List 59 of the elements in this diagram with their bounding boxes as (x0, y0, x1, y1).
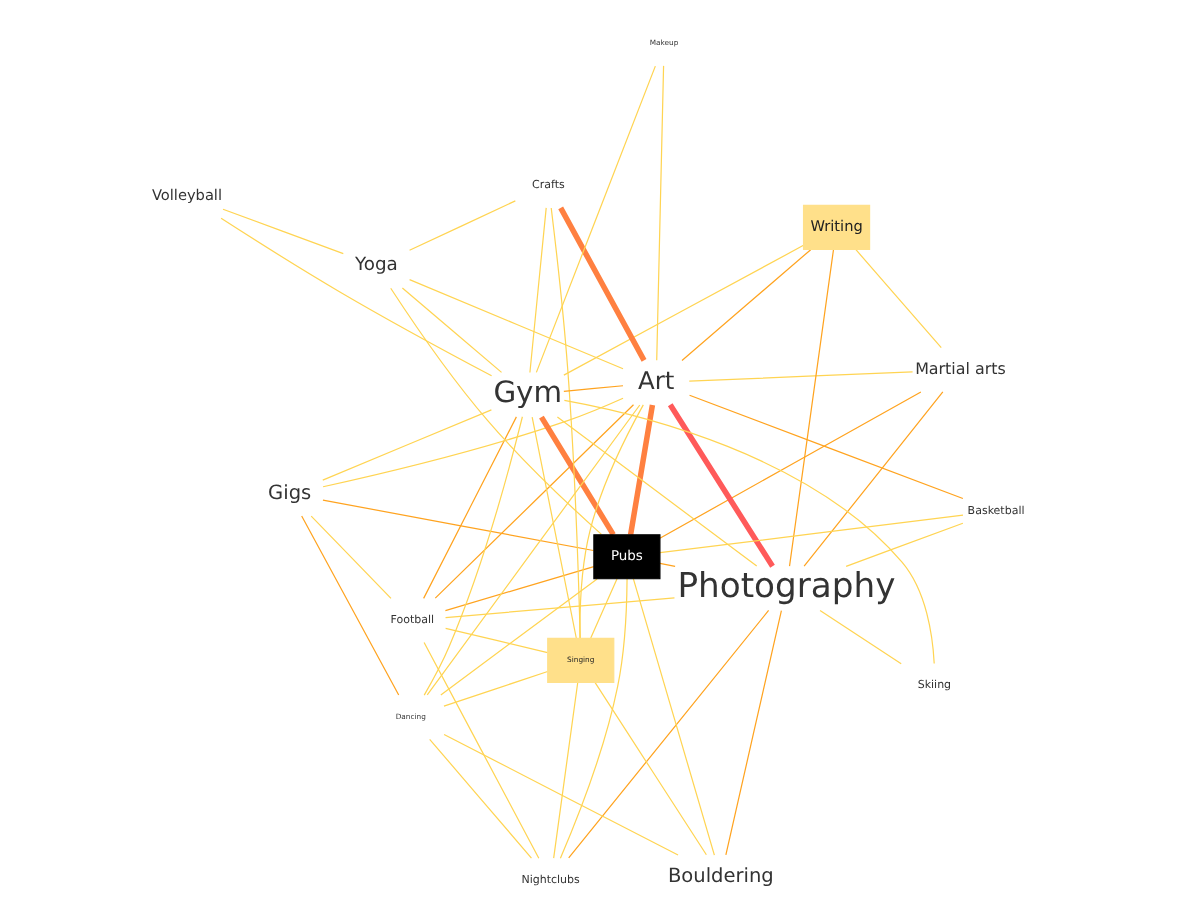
connector (439, 578, 597, 696)
connector (428, 738, 532, 859)
connector (549, 207, 580, 639)
connector (530, 416, 576, 639)
connector (422, 416, 522, 696)
connector (818, 609, 901, 665)
connector (557, 206, 646, 362)
node-text: Bouldering (666, 865, 773, 888)
node-text: Gym (492, 376, 562, 411)
connector (300, 515, 399, 696)
connector (219, 217, 492, 377)
connector (221, 208, 343, 255)
connector (666, 403, 774, 568)
connector (854, 249, 941, 349)
connector (425, 404, 640, 696)
connector (631, 578, 714, 856)
connector (593, 682, 706, 856)
connector (443, 597, 675, 619)
connector (567, 609, 769, 859)
connector (422, 416, 516, 599)
connector (321, 409, 491, 481)
connector (578, 404, 643, 639)
node-text: Art (637, 366, 674, 395)
connector (442, 670, 548, 707)
connector (844, 522, 963, 567)
connector (407, 200, 515, 251)
connector (787, 248, 834, 567)
connector (321, 499, 593, 552)
connector (443, 566, 594, 612)
connector (552, 681, 578, 859)
connector (802, 391, 943, 567)
connector (321, 397, 623, 488)
connector (658, 391, 921, 539)
connector (562, 399, 934, 665)
connector (433, 404, 634, 599)
connector (562, 385, 623, 392)
connector (442, 733, 678, 856)
node-text: Gigs (267, 482, 311, 505)
connector (562, 244, 804, 376)
connector (724, 610, 781, 856)
node-text: Photography (676, 566, 895, 607)
connector (534, 65, 655, 373)
connector (422, 641, 539, 859)
connector (658, 514, 963, 554)
connector (655, 65, 664, 361)
connector (538, 415, 615, 536)
connector (528, 207, 546, 374)
connector (309, 515, 391, 599)
connector (680, 249, 811, 362)
connector (400, 287, 502, 373)
connector (558, 578, 627, 859)
connector (444, 627, 548, 654)
connector (589, 578, 617, 639)
connector (389, 287, 602, 535)
node-text: Yoga (353, 254, 397, 277)
connector (626, 404, 655, 536)
connector (687, 371, 913, 382)
connector (687, 394, 963, 500)
connector (407, 279, 623, 370)
